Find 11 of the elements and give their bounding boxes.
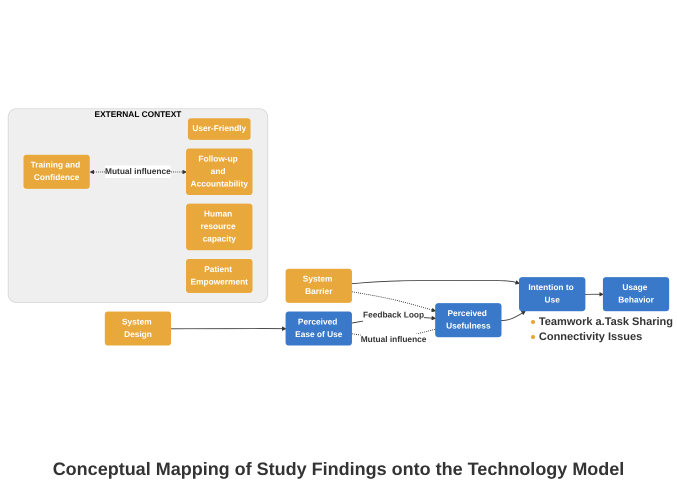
- arrow: [170, 326, 286, 331]
- edge-label: Feedback Loop: [363, 310, 424, 320]
- arrow: [351, 291, 436, 312]
- arrow: [501, 310, 526, 321]
- node-note: Connectivity Issues: [538, 330, 642, 345]
- arrow: [584, 292, 604, 297]
- arrow: [351, 280, 520, 284]
- edge-label: Mutual influence: [360, 335, 426, 344]
- caption: Conceptual Mapping of Study Findings onto the Technology Model: [52, 458, 626, 481]
- node-note: Teamwork a.Task Sharing: [538, 314, 673, 330]
- edge-label: Mutual influence: [105, 167, 171, 176]
